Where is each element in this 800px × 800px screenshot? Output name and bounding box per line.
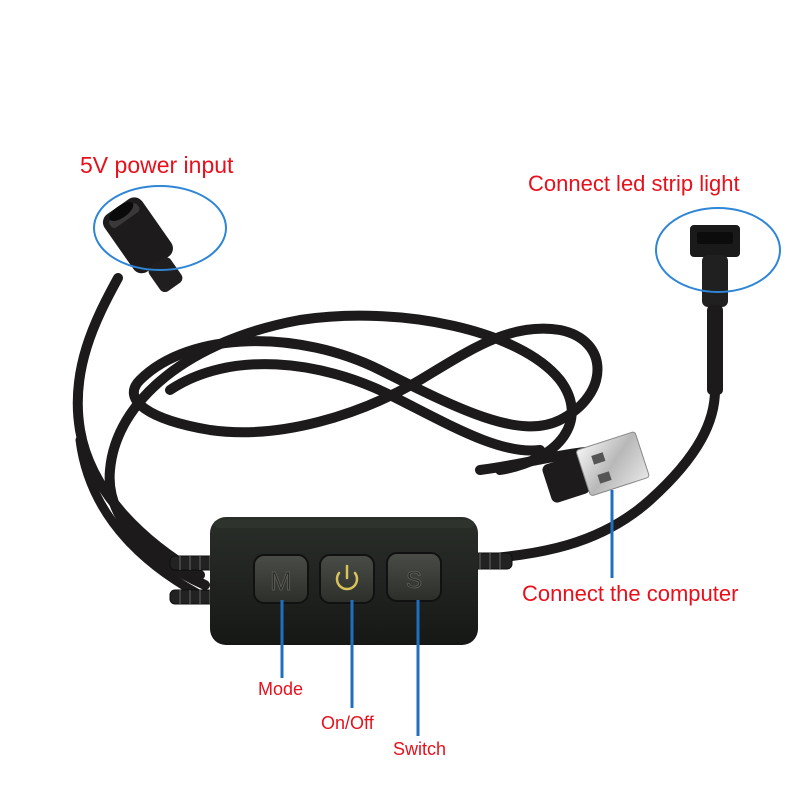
switch-button-glyph: S bbox=[406, 567, 422, 594]
power-button bbox=[319, 554, 375, 604]
mode-button: M bbox=[253, 554, 309, 604]
led-strip-connector bbox=[690, 225, 740, 395]
on-off-label: On/Off bbox=[321, 713, 374, 733]
mode-label: Mode bbox=[258, 679, 304, 699]
cable-loop-inner bbox=[165, 359, 545, 456]
cable-loop-mid bbox=[129, 323, 603, 438]
led-connector-highlight bbox=[655, 207, 781, 293]
led-strip-label: Connect led strip light bbox=[528, 171, 740, 196]
usb-a-plug bbox=[542, 431, 650, 503]
usb-cable bbox=[475, 447, 590, 475]
led-cable bbox=[465, 385, 720, 565]
switch-label: Switch bbox=[393, 739, 447, 759]
computer-label: Connect the computer bbox=[522, 581, 739, 606]
power-input-highlight bbox=[93, 185, 227, 271]
power-icon bbox=[335, 564, 359, 591]
strain-relief-left bbox=[169, 555, 219, 605]
dc-power-jack bbox=[102, 197, 183, 293]
power-input-label: 5V power input bbox=[80, 152, 234, 178]
switch-button: S bbox=[386, 552, 442, 602]
mode-button-glyph: M bbox=[270, 566, 292, 596]
cable-loop-left bbox=[104, 310, 577, 590]
power-cable bbox=[72, 273, 205, 580]
